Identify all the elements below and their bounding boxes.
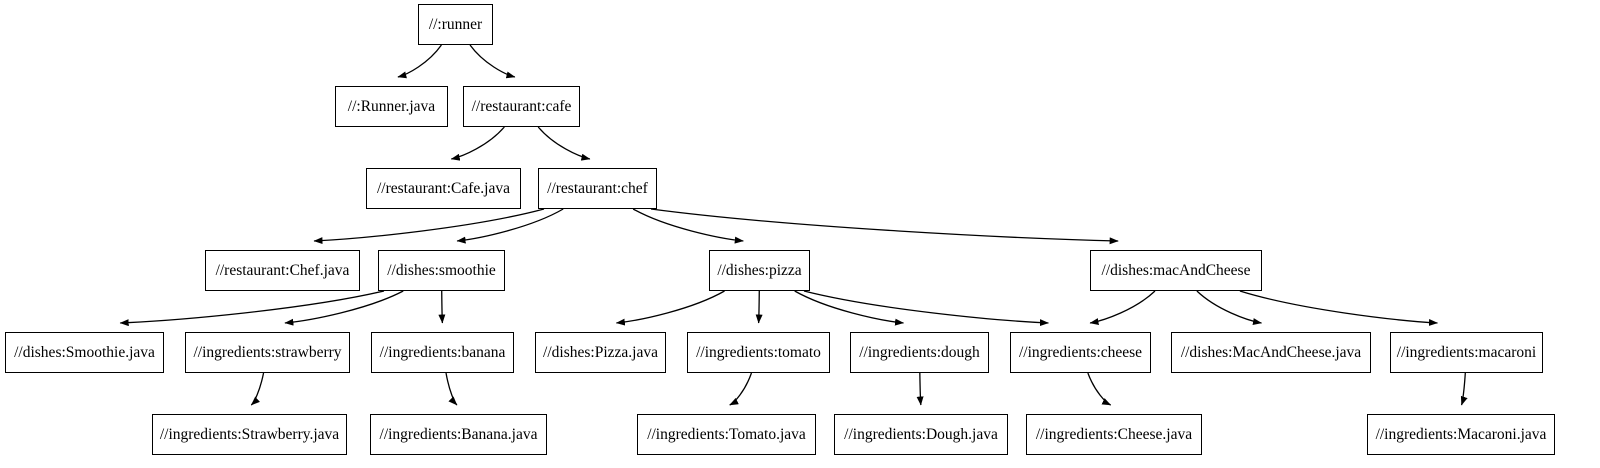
graph-edge-ing-macaroni-to-ing-macaroni-java	[1460, 372, 1468, 406]
graph-edge-dishes-smoothie-to-ing-banana	[438, 290, 446, 324]
graph-node-label: //ingredients:tomato	[696, 343, 821, 361]
graph-node-ing-banana[interactable]: //ingredients:banana	[371, 332, 514, 373]
graph-node-dishes-macandcheese[interactable]: //dishes:macAndCheese	[1090, 250, 1262, 291]
graph-edge-dishes-macandcheese-to-dishes-mac-java	[1196, 290, 1262, 325]
graph-edge-dishes-pizza-to-ing-cheese	[803, 290, 1049, 327]
graph-node-label: //dishes:smoothie	[387, 261, 496, 279]
graph-node-ing-cheese[interactable]: //ingredients:cheese	[1010, 332, 1151, 373]
graph-node-restaurant-cafe[interactable]: //restaurant:cafe	[463, 86, 580, 127]
graph-node-label: //restaurant:chef	[547, 179, 648, 197]
graph-node-label: //ingredients:Banana.java	[379, 425, 538, 443]
graph-node-label: //ingredients:banana	[379, 343, 506, 361]
graph-edge-ing-strawberry-to-ing-strawberry-java	[250, 372, 265, 406]
graph-node-label: //dishes:Pizza.java	[543, 343, 658, 361]
graph-node-dishes-smoothie-java[interactable]: //dishes:Smoothie.java	[5, 332, 164, 373]
graph-edge-dishes-pizza-to-ing-tomato	[755, 290, 763, 324]
graph-edge-dishes-macandcheese-to-ing-cheese	[1089, 290, 1156, 325]
graph-node-ing-banana-java[interactable]: //ingredients:Banana.java	[370, 414, 547, 455]
graph-node-ing-tomato[interactable]: //ingredients:tomato	[687, 332, 830, 373]
graph-node-label: //:runner	[428, 15, 483, 33]
graph-node-label: //ingredients:Cheese.java	[1035, 425, 1193, 443]
graph-node-ing-macaroni[interactable]: //ingredients:macaroni	[1390, 332, 1543, 373]
graph-node-label: //ingredients:Macaroni.java	[1375, 425, 1547, 443]
graph-node-label: //ingredients:cheese	[1018, 343, 1143, 361]
graph-node-dishes-mac-java[interactable]: //dishes:MacAndCheese.java	[1171, 332, 1371, 373]
graph-edge-restaurant-chef-to-dishes-smoothie	[456, 208, 564, 244]
graph-node-label: //restaurant:Cafe.java	[377, 179, 510, 197]
graph-node-label: //ingredients:strawberry	[193, 343, 342, 361]
graph-node-label: //ingredients:dough	[859, 343, 980, 361]
graph-node-ing-dough-java[interactable]: //ingredients:Dough.java	[834, 414, 1008, 455]
graph-node-label: //dishes:MacAndCheese.java	[1180, 343, 1362, 361]
graph-node-label: //restaurant:cafe	[471, 97, 572, 115]
graph-edge-runner-to-runner-java	[397, 44, 442, 79]
graph-node-label: //ingredients:macaroni	[1396, 343, 1537, 361]
graph-node-ing-dough[interactable]: //ingredients:dough	[850, 332, 989, 373]
graph-edge-restaurant-chef-to-dishes-macandcheese	[650, 208, 1119, 245]
graph-node-dishes-pizza[interactable]: //dishes:pizza	[709, 250, 810, 291]
graph-node-runner-java[interactable]: //:Runner.java	[335, 86, 448, 127]
graph-edge-ing-cheese-to-ing-cheese-java	[1087, 372, 1112, 406]
graph-edge-dishes-smoothie-to-dishes-smoothie-java	[119, 290, 385, 327]
graph-node-ing-strawberry[interactable]: //ingredients:strawberry	[185, 332, 350, 373]
graph-node-label: //ingredients:Dough.java	[844, 425, 998, 443]
graph-node-ing-tomato-java[interactable]: //ingredients:Tomato.java	[637, 414, 816, 455]
graph-node-restaurant-cafe-java[interactable]: //restaurant:Cafe.java	[366, 168, 521, 209]
graph-edge-restaurant-chef-to-dishes-pizza	[632, 208, 744, 244]
graph-node-ing-strawberry-java[interactable]: //ingredients:Strawberry.java	[152, 414, 347, 455]
graph-edge-restaurant-chef-to-restaurant-chef-java	[313, 208, 545, 245]
graph-node-restaurant-chef-java[interactable]: //restaurant:Chef.java	[205, 250, 360, 291]
graph-node-label: //dishes:Smoothie.java	[14, 343, 155, 361]
graph-edge-ing-banana-to-ing-banana-java	[445, 372, 458, 406]
graph-node-dishes-smoothie[interactable]: //dishes:smoothie	[378, 250, 505, 291]
graph-node-label: //ingredients:Tomato.java	[647, 425, 806, 443]
graph-node-label: //restaurant:Chef.java	[215, 261, 350, 279]
graph-edge-dishes-macandcheese-to-ing-macaroni	[1239, 290, 1438, 327]
graph-node-label: //ingredients:Strawberry.java	[159, 425, 340, 443]
graph-edge-dishes-pizza-to-dishes-pizza-java	[615, 290, 725, 326]
graph-edge-runner-to-restaurant-cafe	[469, 44, 516, 79]
graph-node-restaurant-chef[interactable]: //restaurant:chef	[538, 168, 657, 209]
graph-node-label: //dishes:macAndCheese	[1101, 261, 1251, 279]
graph-node-ing-macaroni-java[interactable]: //ingredients:Macaroni.java	[1367, 414, 1555, 455]
graph-edge-ing-dough-to-ing-dough-java	[916, 372, 924, 406]
graph-edge-restaurant-cafe-to-restaurant-chef	[537, 126, 591, 161]
graph-edge-ing-tomato-to-ing-tomato-java	[729, 372, 753, 406]
graph-node-ing-cheese-java[interactable]: //ingredients:Cheese.java	[1026, 414, 1202, 455]
graph-edge-restaurant-cafe-to-restaurant-cafe-java	[450, 126, 505, 161]
graph-edge-dishes-smoothie-to-ing-strawberry	[284, 290, 404, 326]
graph-node-runner[interactable]: //:runner	[418, 4, 493, 45]
graph-node-label: //dishes:pizza	[717, 261, 802, 279]
graph-node-label: //:Runner.java	[347, 97, 436, 115]
graph-edge-dishes-pizza-to-ing-dough	[794, 290, 904, 326]
graph-node-dishes-pizza-java[interactable]: //dishes:Pizza.java	[535, 332, 666, 373]
